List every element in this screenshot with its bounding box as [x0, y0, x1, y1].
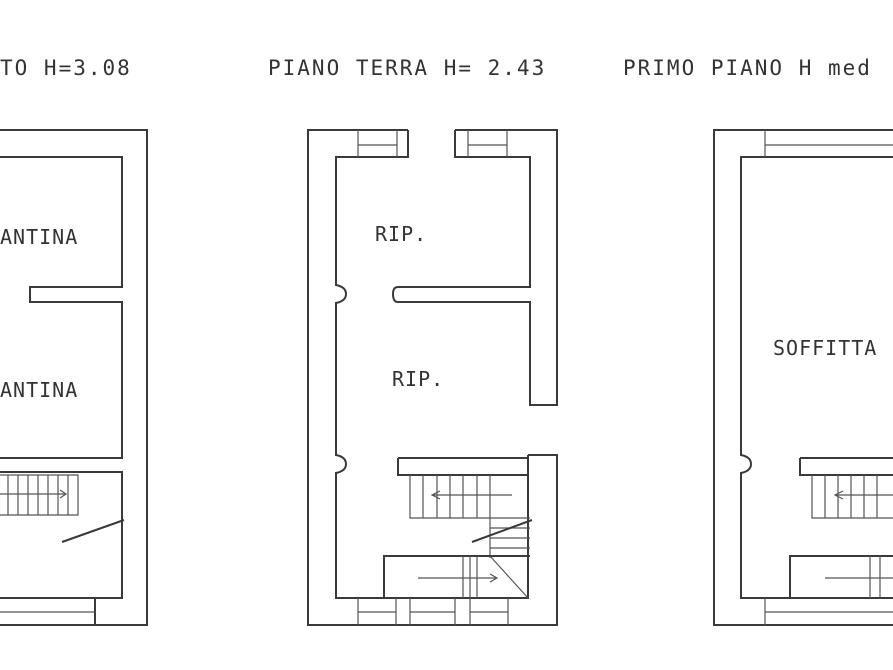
windows-bottom [357, 598, 509, 625]
plan-left: ANTINA ANTINA [0, 129, 148, 626]
room-label-soffitta: SOFFITTA [773, 336, 877, 360]
room-label-left-lower: ANTINA [0, 378, 78, 402]
room-label-ground-lower: RIP. [392, 367, 444, 391]
window-top-right [467, 130, 508, 157]
room-label-ground-upper: RIP. [375, 222, 427, 246]
title-ground-floor: PIANO TERRA H= 2.43 [268, 56, 546, 80]
room-label-left-upper: ANTINA [0, 225, 78, 249]
title-left-plan: TO H=3.08 [0, 56, 132, 80]
window-top-left [357, 130, 398, 157]
stairs-first [789, 457, 893, 598]
stairs-left [0, 474, 125, 543]
plan-ground-floor: RIP. RIP. [307, 129, 558, 626]
stairs-ground [383, 457, 533, 599]
title-first-floor: PRIMO PIANO H med [623, 56, 872, 80]
plan-first-floor: SOFFITTA [713, 129, 893, 626]
